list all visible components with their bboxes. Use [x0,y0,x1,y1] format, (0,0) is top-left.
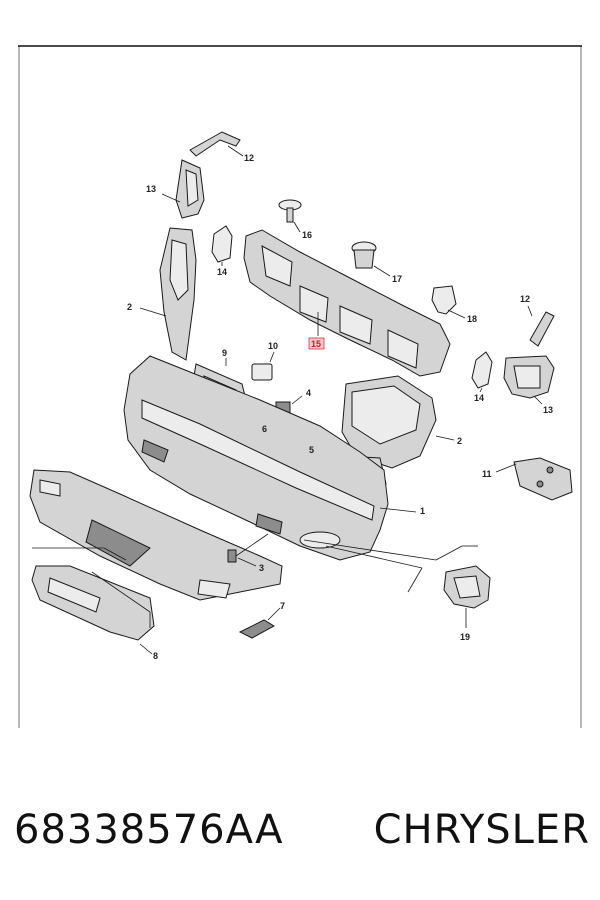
callout-8: 8 [153,651,158,661]
callout-18: 18 [467,314,477,324]
reference-lines [32,539,478,628]
callout-15-highlight-box [308,337,325,350]
part-14-right-clip [471,351,493,393]
callout-17: 17 [392,274,402,284]
part-3-clip [227,533,269,567]
part-11-bracket [495,457,573,501]
brand-label: CHRYSLER [373,807,590,853]
callout-3: 3 [259,563,264,573]
part-13-right-bracket [503,355,555,405]
callout-15: 15 [311,339,321,349]
callout-14-right: 14 [474,393,484,403]
parts-diagram: 12 13 16 17 14 12 2 18 15 10 9 4 14 13 6… [18,45,582,728]
part-2-left-vertical-bracket [139,227,197,361]
part-13-left-bracket [161,159,205,219]
part-17-grommet [351,241,391,277]
part-10-clip [251,351,275,381]
callout-1: 1 [420,506,425,516]
callout-19: 19 [460,632,470,642]
part-18-clip [431,285,466,319]
callout-12-right: 12 [520,294,530,304]
part-7-trim-strip [238,607,281,639]
part-12-right-bracket [527,305,555,347]
part-number-label: 68338576AA [14,807,284,853]
part-19-tow-cover [443,565,491,628]
part-15-upper-beam [243,229,451,377]
callout-10: 10 [268,341,278,351]
callout-14-left: 14 [217,267,227,277]
part-1-bumper-fascia [123,355,417,561]
callout-9: 9 [222,348,227,358]
part-16-push-pin [278,199,302,233]
callout-2-left: 2 [127,302,132,312]
callout-11: 11 [482,469,492,479]
callout-5: 5 [309,445,314,455]
callout-12-left: 12 [244,153,254,163]
part-8-lower-insert [31,565,155,655]
callout-6: 6 [262,424,267,434]
lower-skid-plate [29,469,283,601]
callout-16: 16 [302,230,312,240]
caption-bar: 68338576AA CHRYSLER [14,800,590,860]
part-14-left-clip [211,225,233,266]
part-12-left-bracket [189,131,244,157]
callout-2-right: 2 [457,436,462,446]
callout-13-right: 13 [543,405,553,415]
callout-13-left: 13 [146,184,156,194]
callout-4: 4 [306,388,311,398]
callout-7: 7 [280,601,285,611]
